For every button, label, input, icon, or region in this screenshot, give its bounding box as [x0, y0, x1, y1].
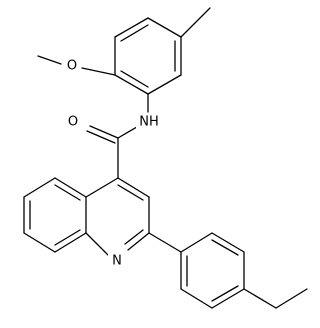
bond	[211, 288, 245, 309]
bond	[23, 232, 56, 253]
bond	[275, 288, 308, 309]
bond	[54, 177, 87, 198]
bond	[148, 232, 182, 253]
label-mask	[108, 253, 126, 270]
bond	[180, 232, 213, 253]
bond	[85, 177, 119, 198]
bond	[54, 184, 81, 201]
quinoline-nitrogen-label: N	[112, 254, 122, 269]
bond	[180, 7, 211, 38]
bond	[86, 130, 116, 144]
bond	[54, 229, 81, 246]
bond	[114, 17, 149, 38]
bond	[117, 184, 144, 201]
quinoline-ring-benzo	[23, 177, 87, 253]
bond	[243, 288, 277, 309]
bond	[37, 55, 62, 65]
label-mask	[63, 114, 82, 131]
label-mask	[62, 57, 81, 74]
bond	[147, 74, 182, 95]
bond	[180, 288, 213, 309]
bond	[120, 70, 149, 88]
aniline-ring	[114, 17, 182, 95]
bond	[114, 74, 149, 95]
methoxy-oxygen-label: O	[67, 59, 77, 74]
methyl-group	[180, 7, 211, 38]
carbonyl-oxygen-label: O	[68, 115, 78, 130]
bond	[211, 285, 239, 302]
ethyl-group	[243, 288, 308, 309]
bond	[127, 232, 150, 251]
bond	[211, 232, 245, 253]
quinoline-ring-pyridine	[85, 177, 150, 256]
bond	[147, 17, 182, 38]
bond	[54, 232, 87, 253]
amide-nitrogen-label: NH	[139, 115, 159, 130]
bond	[23, 177, 56, 198]
bond	[124, 229, 144, 245]
bond	[81, 67, 116, 76]
bond	[117, 177, 150, 198]
bond	[120, 24, 149, 42]
bond	[211, 239, 239, 256]
phenyl-ring	[148, 232, 245, 309]
methoxy-group	[37, 55, 116, 76]
amide-linkage	[86, 93, 149, 179]
bond	[85, 232, 109, 256]
label-mask	[136, 113, 160, 130]
bond	[89, 125, 119, 139]
